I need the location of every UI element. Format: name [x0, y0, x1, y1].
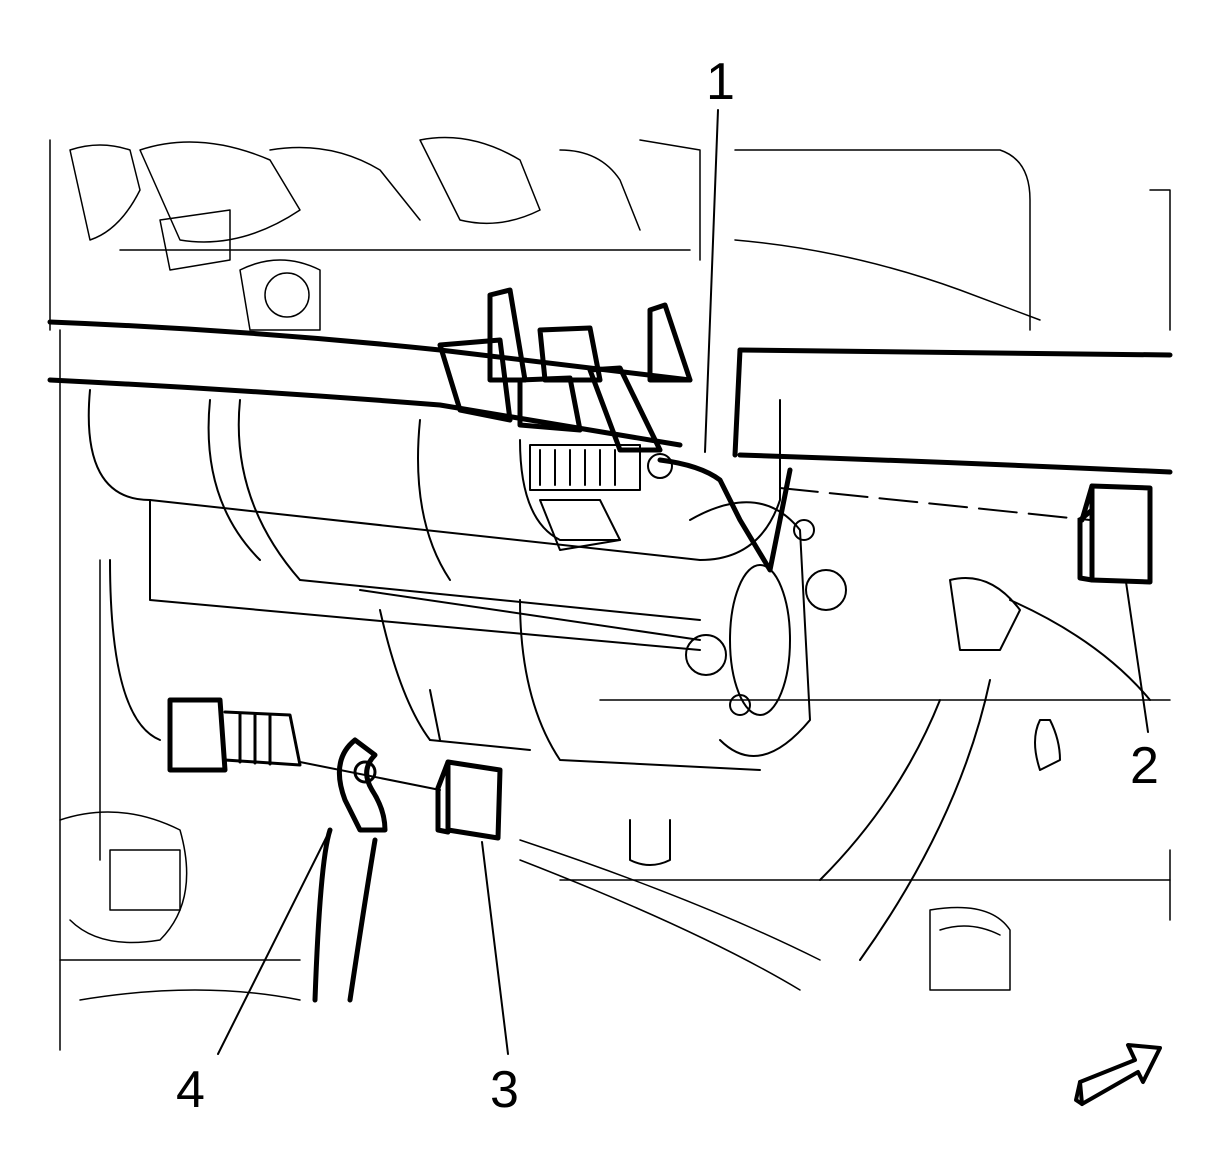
terminal-nut-3 — [435, 759, 503, 841]
wiring-harness — [47, 287, 1173, 573]
starter-motor — [87, 389, 847, 866]
callout-2-label: 2 — [1130, 737, 1159, 795]
terminal-install-path — [299, 761, 441, 791]
ring-terminal-4 — [312, 737, 388, 1003]
front-direction-arrow-icon — [1074, 1043, 1162, 1106]
mounting-bolt-2 — [1077, 483, 1153, 585]
engine-background — [49, 136, 1171, 1051]
starter-stud — [167, 697, 302, 773]
leader-lines — [217, 109, 1149, 1055]
callout-1-label: 1 — [706, 53, 735, 111]
callout-4-label: 4 — [176, 1061, 205, 1119]
right-bracket — [819, 577, 1151, 961]
bolt-2-install-path — [779, 487, 1091, 521]
callout-3-label: 3 — [490, 1061, 519, 1119]
